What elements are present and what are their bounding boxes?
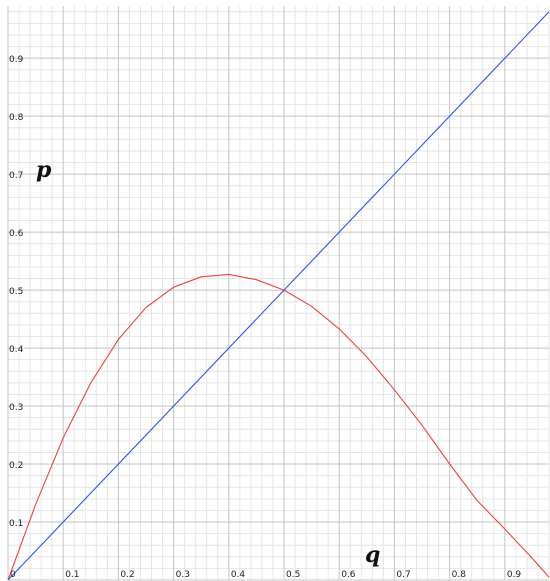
x-tick-label: 0.7: [396, 570, 410, 580]
series-line-2: [7, 11, 550, 581]
x-tick-label: 0.6: [341, 570, 356, 580]
y-tick-label: 0.1: [9, 519, 23, 529]
y-tick-label: 0.4: [9, 345, 24, 355]
x-tick-label: 0.2: [120, 570, 134, 580]
major-grid: [7, 6, 549, 581]
x-tick-label: 0.1: [65, 570, 79, 580]
y-tick-label: 0.2: [9, 461, 23, 471]
x-tick-label: 0.8: [452, 570, 467, 580]
y-tick-label: 0.5: [9, 287, 23, 297]
x-tick-label: 0.9: [507, 570, 522, 580]
x-tick-label: 0.4: [231, 570, 246, 580]
y-axis-label: p: [36, 157, 52, 183]
x-tick-label: 0: [10, 570, 16, 580]
y-tick-label: 0.6: [9, 229, 24, 239]
tick-labels: 0 0.1 0.2 0.3 0.4 0.5 0.6 0.7 0.8 0.9 0.1 0.2 0.3 0.4…: [9, 55, 521, 580]
y-tick-label: 0.9: [9, 55, 24, 65]
y-tick-label: 0.8: [9, 113, 24, 123]
y-tick-label: 0.3: [9, 403, 23, 413]
series-layer: [7, 11, 550, 581]
x-tick-label: 0.3: [176, 570, 190, 580]
x-tick-label: 0.5: [286, 570, 300, 580]
x-axis-label: q: [365, 542, 380, 568]
y-tick-label: 0.7: [9, 171, 23, 181]
minor-grid: [8, 6, 550, 580]
